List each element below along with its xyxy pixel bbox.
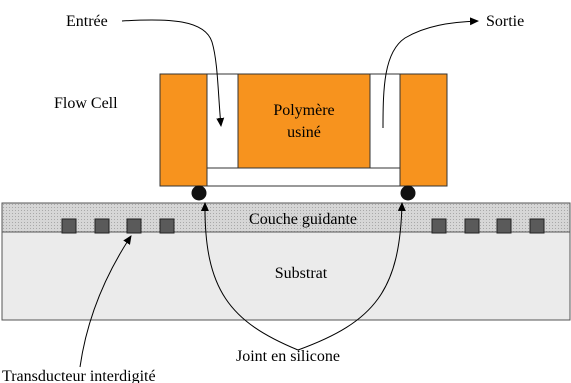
electrode: [94, 218, 110, 234]
electrode: [496, 218, 512, 234]
silicone-seal-left: [191, 185, 207, 201]
interdigital-transducer-right: [431, 218, 545, 234]
electrode: [431, 218, 447, 234]
label-polymere: Polymère: [273, 102, 334, 119]
label-sortie: Sortie: [486, 13, 524, 30]
machined-polymer: [237, 73, 371, 169]
label-couche-guidante: Couche guidante: [249, 211, 357, 228]
inlet-arrow: [121, 19, 225, 127]
channel-floor: [206, 167, 401, 187]
interdigital-transducer-left: [61, 218, 175, 234]
transducer-arrow: [79, 235, 132, 368]
electrode: [529, 218, 545, 234]
label-substrat: Substrat: [275, 265, 328, 282]
outlet-arrow: [382, 17, 479, 129]
electrode: [61, 218, 77, 234]
label-joint: Joint en silicone: [236, 348, 340, 365]
substrate: [1, 231, 571, 321]
label-usine: usiné: [287, 124, 321, 141]
electrode: [159, 218, 175, 234]
seal-arrow-left: [200, 202, 299, 351]
electrode: [126, 218, 142, 234]
silicone-seal-right: [400, 185, 416, 201]
electrode: [464, 218, 480, 234]
label-transducteur: Transducteur interdigité: [2, 368, 156, 383]
label-entree: Entrée: [66, 13, 108, 30]
label-flow-cell: Flow Cell: [54, 95, 118, 112]
seal-arrow-right: [297, 202, 406, 351]
